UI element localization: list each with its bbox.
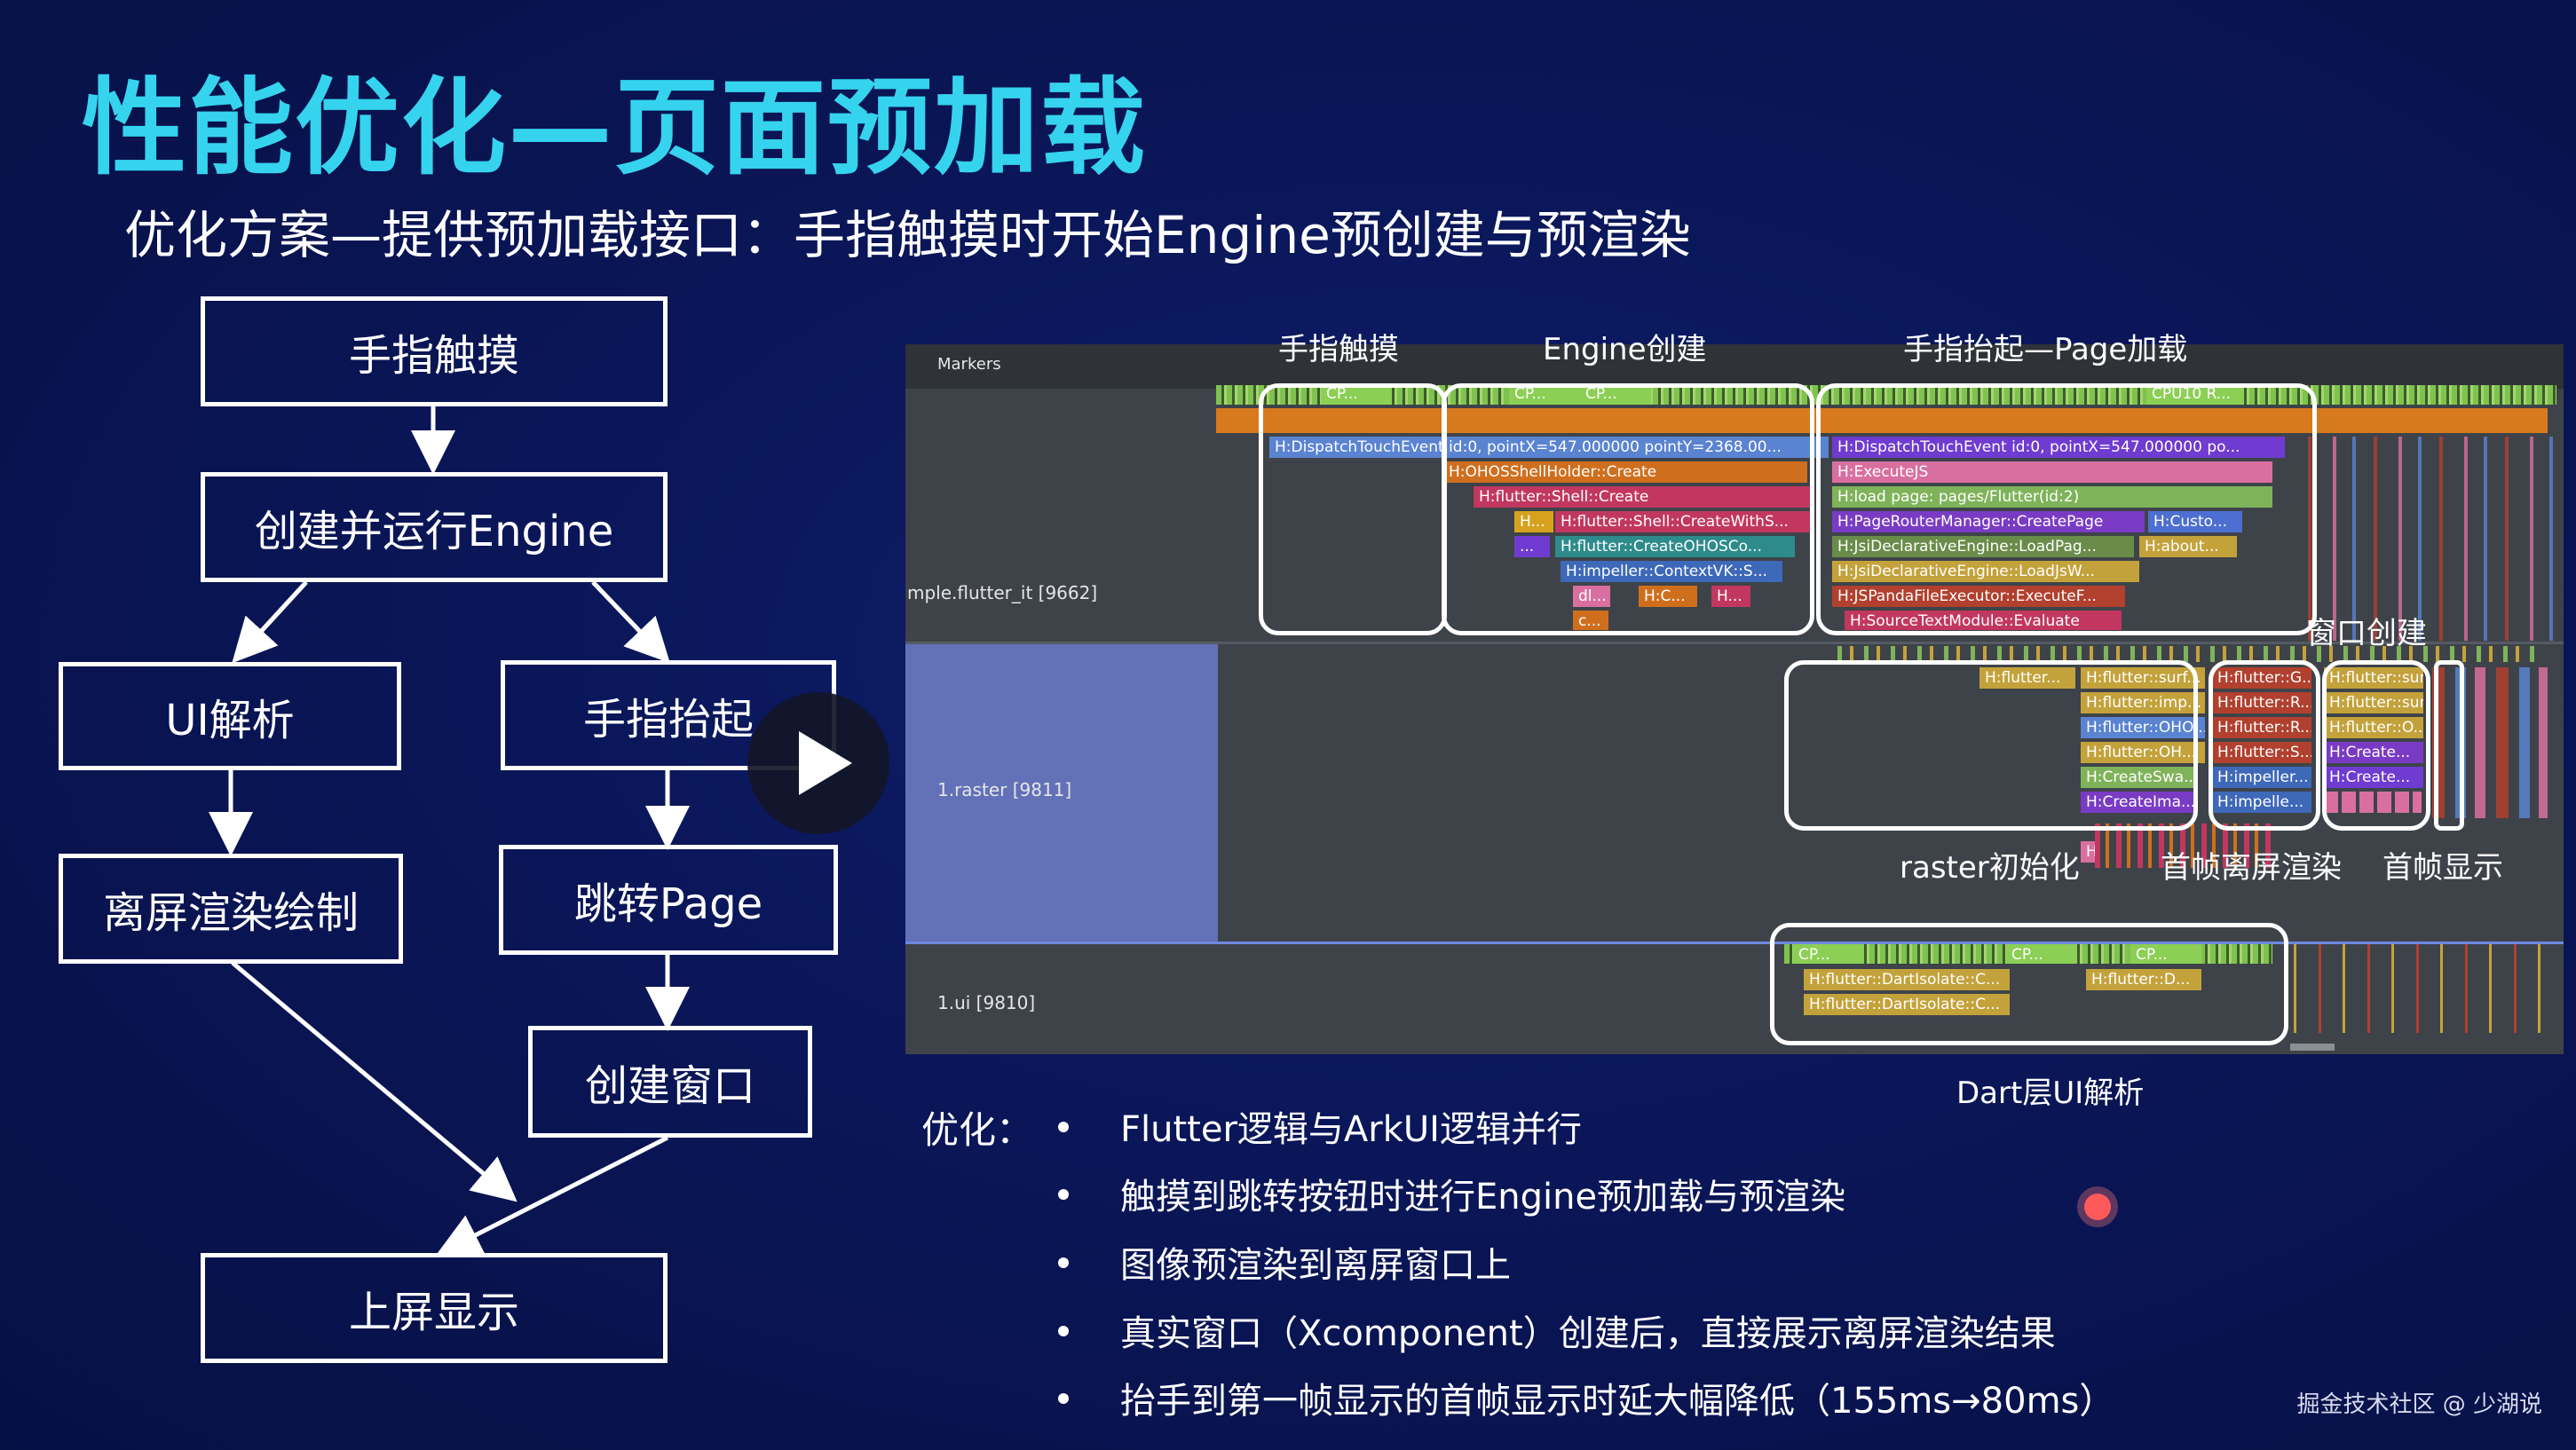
trace-slice[interactable]: H:load page: pages/Flutter(id:2)	[1832, 486, 2272, 508]
cursor-indicator	[2084, 1194, 2111, 1220]
trace-slice[interactable]: H:flutter::Shell::Create	[1474, 486, 1811, 508]
bullet-dot	[1058, 1326, 1069, 1336]
annotation-engine-create: Engine创建	[1543, 332, 1707, 367]
trace-slice[interactable]: H:flutter::G...	[2212, 667, 2311, 689]
trace-slice[interactable]: c...	[1573, 611, 1608, 630]
trace-slice[interactable]: H:flutter...	[1979, 667, 2075, 689]
trace-slice[interactable]: H:flutter::sur...	[2324, 692, 2423, 713]
markers-row	[905, 344, 2564, 389]
trace-slice[interactable]: H:about...	[2139, 536, 2237, 557]
highlight-engine-create	[1442, 383, 1814, 635]
highlight-dart-ui-parse	[1770, 923, 2288, 1045]
annotation-window-create: 窗口创建	[2306, 616, 2427, 651]
trace-slice[interactable]: H:impeller...	[2212, 767, 2311, 788]
trace-slice[interactable]: dl...	[1573, 586, 1610, 607]
play-button[interactable]	[747, 692, 889, 834]
flow-box-create-engine: 创建并运行Engine	[201, 472, 668, 582]
trace-slice[interactable]: H:flutter::CreateOHOSCo...	[1555, 536, 1795, 557]
annotation-first-frame-show: 首帧显示	[2382, 850, 2503, 886]
trace-slice[interactable]: H:flutter::D...	[2086, 969, 2201, 990]
annotation-page-load: 手指抬起—Page加载	[1903, 332, 2188, 367]
lane-label-ui: 1.ui [9810]	[937, 992, 1036, 1013]
lane-label-main: mple.flutter_it [9662]	[907, 582, 1098, 603]
trace-slice[interactable]: H:SourceTextModule::Evaluate	[1845, 611, 2122, 630]
trace-slice[interactable]: H:JsiDeclarativeEngine::LoadPag...	[1832, 536, 2134, 557]
play-icon	[799, 731, 852, 795]
trace-slice[interactable]: H:flutter::O...	[2324, 717, 2423, 738]
trace-slice[interactable]: H:flutter::DartIsolate::C...	[1804, 969, 2010, 990]
annotation-first-frame-offscreen: 首帧离屏渲染	[2161, 850, 2342, 886]
slide-title: 性能优化—页面预加载	[82, 67, 1148, 189]
highlight-page-load	[1816, 383, 2317, 635]
trace-slice[interactable]: H:impelle...	[2212, 792, 2311, 813]
trace-slice[interactable]: H:ExecuteJS	[1832, 461, 2272, 483]
bullet-dot	[1058, 1189, 1069, 1200]
trace-slice[interactable]: H:flutter::R...	[2212, 717, 2311, 738]
trace-slice[interactable]: H:JSPandaFileExecutor::ExecuteF...	[1832, 586, 2125, 607]
trace-slice[interactable]: H:flutter::Shell::CreateWithS...	[1555, 511, 1813, 532]
trace-slice[interactable]: CP...	[2130, 944, 2201, 964]
markers-label: Markers	[937, 355, 1001, 374]
lane-label-raster: 1.raster [9811]	[937, 779, 1072, 800]
optimization-bullet: 抬手到第一帧显示的首帧显示时延大幅降低（155ms→80ms）	[1120, 1381, 2115, 1422]
trace-slice[interactable]: H:flutter::surf...	[2081, 667, 2205, 689]
trace-slice[interactable]: H:JsiDeclarativeEngine::LoadJsW...	[1832, 561, 2139, 582]
optimization-bullet: Flutter逻辑与ArkUI逻辑并行	[1120, 1109, 1582, 1150]
trace-slice[interactable]: H:flutter::DartIsolate::C...	[1804, 994, 2010, 1015]
highlight-first-frame-offscreen	[2209, 660, 2320, 831]
highlight-raster-init	[1784, 660, 2198, 831]
flow-box-finger-touch: 手指触摸	[201, 296, 668, 406]
trace-slice[interactable]: H:CreateIma...	[2081, 792, 2196, 813]
flow-box-jump-page: 跳转Page	[499, 845, 838, 955]
trace-slice[interactable]: H:C...	[1639, 586, 1697, 607]
bullet-dot	[1058, 1257, 1069, 1268]
optimization-label: 优化：	[921, 1108, 1034, 1152]
optimization-bullet: 触摸到跳转按钮时进行Engine预加载与预渲染	[1120, 1177, 1846, 1218]
annotation-dart-ui-parse: Dart层UI解析	[1956, 1076, 2145, 1111]
trace-slice[interactable]: H:flutter::OHO...	[2081, 717, 2205, 738]
trace-slice[interactable]: H:OHOSShellHolder::Create	[1443, 461, 1807, 483]
raster-lane-selected[interactable]	[905, 644, 1218, 942]
trace-slice[interactable]: H:CreateSwa...	[2081, 767, 2196, 788]
optimization-bullet: 图像预渲染到离屏窗口上	[1120, 1245, 1511, 1286]
trace-slice[interactable]: H:DispatchTouchEvent id:0, pointX=547.00…	[1832, 437, 2285, 458]
trace-slice[interactable]: H...	[1514, 511, 1553, 532]
trace-slice[interactable]: H:flutter::R...	[2212, 692, 2311, 713]
flow-box-finger-lift: 手指抬起	[501, 660, 836, 770]
trace-slice[interactable]: ...	[1514, 536, 1550, 557]
highlight-first-frame-show-1	[2322, 660, 2430, 831]
flow-box-show-screen: 上屏显示	[201, 1253, 668, 1363]
highlight-finger-touch	[1259, 383, 1447, 635]
slide-subtitle: 优化方案—提供预加载接口：手指触摸时开始Engine预创建与预渲染	[124, 205, 1691, 265]
highlight-first-frame-show-2	[2434, 660, 2464, 831]
trace-slice[interactable]: H:Custo...	[2148, 511, 2242, 532]
trace-panel: Markers mple.flutter_it [9662] 1.raster …	[905, 344, 2564, 1054]
trace-slice[interactable]: H:Create...	[2324, 767, 2423, 788]
trace-slice[interactable]: H:flutter::imp...	[2081, 692, 2205, 713]
optimization-bullet: 真实窗口（Xcomponent）创建后，直接展示离屏渲染结果	[1120, 1313, 2056, 1354]
watermark: 掘金技术社区 @ 少湖说	[2296, 1391, 2542, 1418]
trace-slice[interactable]: H:flutter::OH...	[2081, 742, 2205, 763]
annotation-raster-init: raster初始化	[1900, 850, 2080, 886]
trace-slice[interactable]: H:impeller::ContextVK::S...	[1561, 561, 1782, 582]
annotation-finger-touch: 手指触摸	[1278, 332, 1399, 367]
trace-slice[interactable]: CP...	[1793, 944, 1864, 964]
bullet-dot	[1058, 1122, 1069, 1132]
flow-box-ui-parse: UI解析	[59, 662, 401, 770]
trace-slice[interactable]: H:PageRouterManager::CreatePage	[1832, 511, 2145, 532]
bullet-dot	[1058, 1393, 1069, 1404]
trace-slice[interactable]: CP...	[2006, 944, 2077, 964]
trace-slice[interactable]: H:flutter::S...	[2212, 742, 2311, 763]
trace-slice[interactable]: H:Create...	[2324, 742, 2423, 763]
flow-box-create-window: 创建窗口	[528, 1026, 812, 1138]
trace-slice[interactable]: H...	[1711, 586, 1750, 607]
flow-box-offscreen-render: 离屏渲染绘制	[59, 854, 403, 964]
trace-slice[interactable]: H:DispatchTouchEvent id:0, pointX=547.00…	[1269, 437, 1829, 458]
